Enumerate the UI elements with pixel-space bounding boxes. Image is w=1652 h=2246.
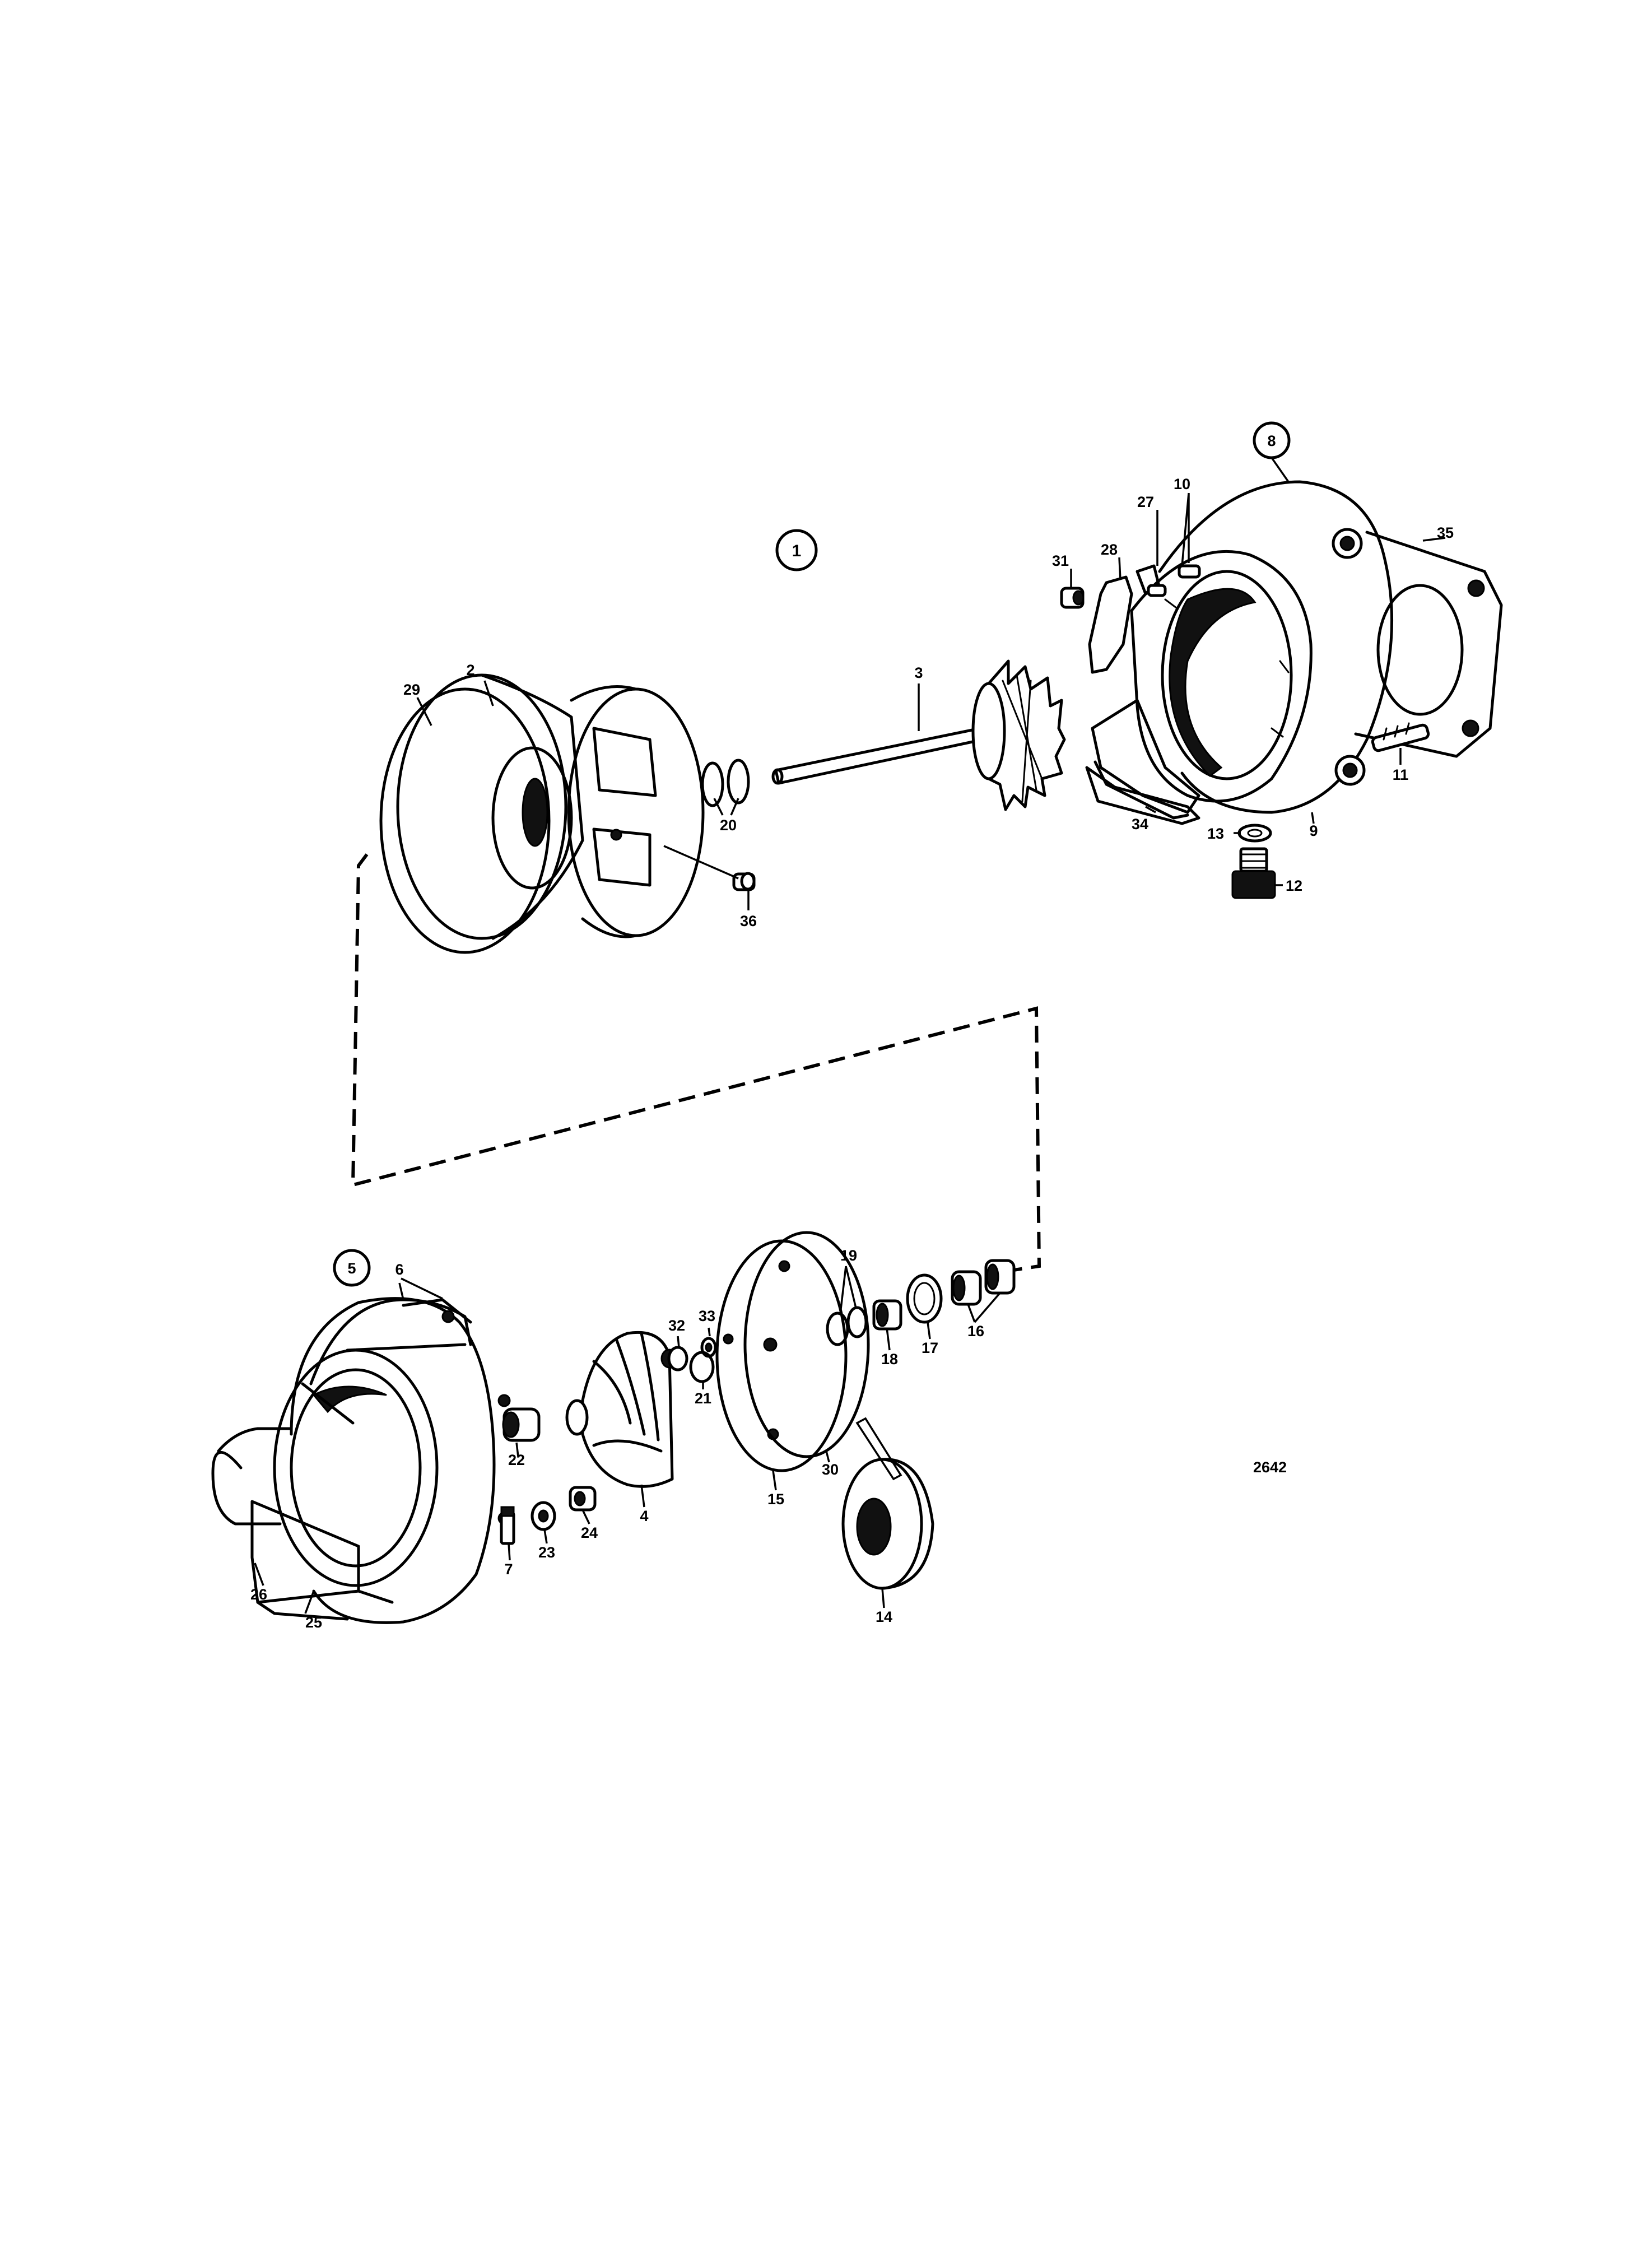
compressor-housing-5 [211, 1297, 511, 1624]
label-8: 8 [1267, 433, 1276, 449]
label-12: 12 [1286, 877, 1302, 894]
label-6: 6 [395, 1261, 403, 1278]
callout-labels: 1 8 5 2 29 3 20 36 10 27 28 31 35 11 34 … [250, 433, 1454, 1631]
thrust-parts-19 [826, 1306, 868, 1346]
callout-circle-1 [775, 529, 818, 571]
gasket-34 [1085, 766, 1200, 825]
nut-22 [502, 1407, 541, 1442]
sleeve-18 [872, 1299, 902, 1331]
turbine-housing-8 [1091, 480, 1503, 820]
o-ring-30 [743, 1231, 870, 1458]
plug-12 [1231, 847, 1276, 899]
label-22: 22 [508, 1452, 525, 1468]
label-32: 32 [668, 1317, 685, 1334]
label-4: 4 [640, 1508, 648, 1524]
o-ring-29 [379, 687, 551, 954]
compressor-wheel-4 [565, 1331, 678, 1488]
washer-13 [1237, 824, 1272, 843]
label-15: 15 [767, 1491, 784, 1508]
label-2: 2 [466, 662, 474, 678]
label-35: 35 [1437, 524, 1454, 541]
nut-24 [569, 1486, 597, 1512]
seal-ring-17 [906, 1273, 943, 1324]
assembly-dashed-line [351, 853, 1041, 1273]
label-10: 10 [1174, 476, 1190, 492]
label-33: 33 [699, 1308, 715, 1324]
label-25: 25 [305, 1614, 322, 1631]
label-16: 16 [967, 1323, 984, 1340]
shaft-turbine-wheel-3 [771, 659, 1066, 811]
label-31: 31 [1052, 552, 1069, 569]
nut-36 [732, 872, 756, 891]
seal-14 [841, 1458, 934, 1590]
label-36: 36 [740, 913, 757, 929]
nut-32 [667, 1346, 688, 1371]
seal-plate-15 [715, 1239, 848, 1472]
label-17: 17 [922, 1340, 938, 1356]
label-14: 14 [876, 1608, 892, 1625]
snap-rings-20 [701, 759, 750, 807]
label-26: 26 [250, 1586, 267, 1603]
label-13: 13 [1207, 825, 1224, 842]
label-9: 9 [1309, 822, 1318, 839]
label-27: 27 [1137, 494, 1154, 510]
snap-ring-21 [689, 1351, 715, 1383]
bushings-16 [951, 1259, 1016, 1306]
label-1: 1 [792, 542, 802, 560]
label-24: 24 [581, 1524, 598, 1541]
leader-lines [254, 457, 1446, 1614]
label-23: 23 [538, 1544, 555, 1561]
figure-code: 2642 [1253, 1459, 1287, 1476]
label-18: 18 [881, 1351, 898, 1368]
nut-31 [1060, 587, 1085, 609]
label-19: 19 [840, 1247, 857, 1264]
label-7: 7 [504, 1561, 513, 1578]
washer-23 [530, 1501, 556, 1531]
callout-circle-5 [333, 1249, 371, 1287]
label-30: 30 [822, 1461, 839, 1478]
screw-7 [500, 1506, 515, 1545]
callout-circle-8 [1253, 421, 1291, 459]
label-3: 3 [914, 664, 923, 681]
label-5: 5 [347, 1260, 356, 1277]
clamp-plate-28 [1088, 575, 1133, 674]
label-29: 29 [403, 681, 420, 698]
seal-14-leader [855, 1417, 902, 1481]
label-20: 20 [720, 817, 737, 834]
label-11: 11 [1393, 766, 1409, 783]
screws-10 [1147, 564, 1201, 597]
label-34: 34 [1132, 816, 1148, 833]
label-28: 28 [1101, 541, 1118, 558]
stud-11 [1371, 722, 1430, 752]
bearing-housing-2 [396, 673, 705, 940]
label-21: 21 [695, 1390, 711, 1407]
